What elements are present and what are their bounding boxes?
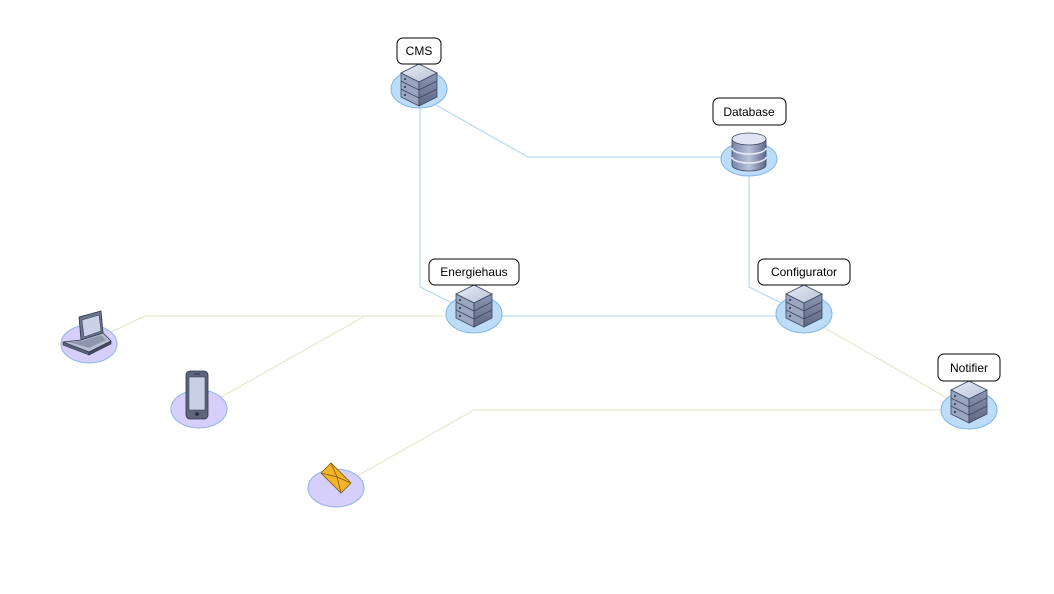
node-email[interactable] xyxy=(307,462,365,508)
smartphone-icon xyxy=(185,370,209,420)
label-configurator: Configurator xyxy=(757,258,851,286)
link-configurator-notifier xyxy=(803,315,969,411)
laptop-icon xyxy=(62,310,112,356)
link-phone-energiehaus xyxy=(199,315,366,410)
node-configurator[interactable] xyxy=(775,284,833,334)
server-icon xyxy=(950,380,988,424)
server-icon xyxy=(785,284,823,328)
node-cms[interactable] xyxy=(390,63,448,109)
connections xyxy=(89,95,969,489)
server-icon xyxy=(400,63,438,107)
link-laptop-energiehaus xyxy=(89,315,474,343)
label-notifier: Notifier xyxy=(937,353,1001,382)
label-database: Database xyxy=(712,97,787,126)
node-label-configurator: Configurator xyxy=(771,265,837,279)
label-cms: CMS xyxy=(396,37,442,65)
node-phone[interactable] xyxy=(170,370,228,429)
node-label-energiehaus: Energiehaus xyxy=(440,265,507,279)
node-notifier[interactable] xyxy=(940,380,998,430)
node-label-cms: CMS xyxy=(406,44,433,58)
node-label-notifier: Notifier xyxy=(950,361,988,375)
node-database[interactable] xyxy=(720,132,778,177)
node-laptop[interactable] xyxy=(60,310,118,364)
envelope-icon xyxy=(320,462,352,494)
database-icon xyxy=(731,132,767,172)
link-cms-database xyxy=(419,95,748,158)
node-label-database: Database xyxy=(723,105,775,119)
label-energiehaus: Energiehaus xyxy=(428,258,520,286)
link-email-notifier xyxy=(335,409,968,489)
node-energiehaus[interactable] xyxy=(445,284,503,334)
server-icon xyxy=(455,284,493,328)
